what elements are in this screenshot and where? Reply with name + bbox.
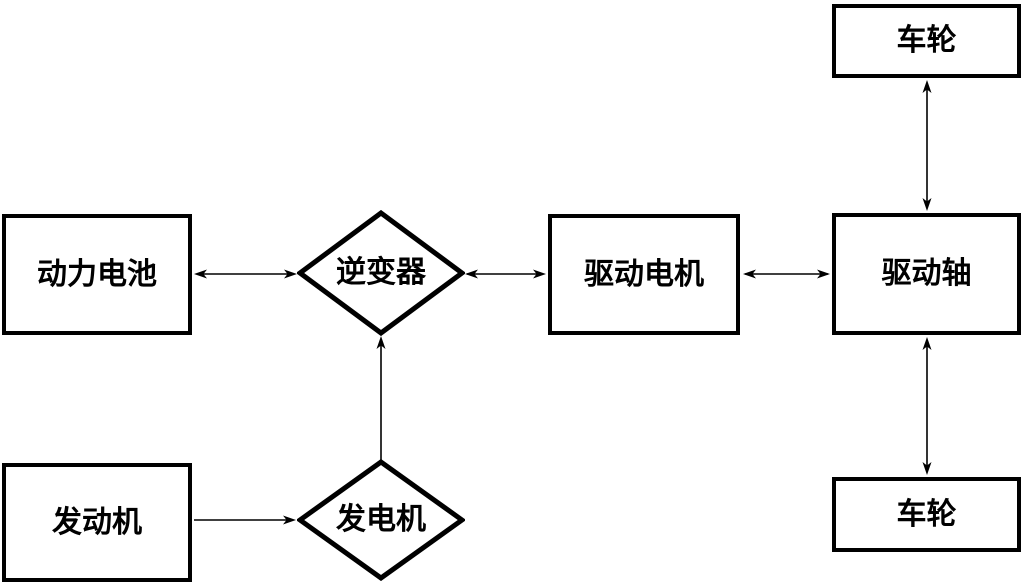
node-generator-label: 发电机 xyxy=(336,503,426,536)
diamond-shape xyxy=(297,210,465,336)
edge-shaft-wheel-top xyxy=(922,80,932,211)
arrowhead-down xyxy=(922,462,932,475)
node-drive-shaft-label: 驱动轴 xyxy=(881,257,972,290)
edge-shaft-wheel-bottom xyxy=(922,337,932,475)
node-wheel-bottom-label: 车轮 xyxy=(896,497,957,531)
node-power-battery: 动力电池 xyxy=(2,214,192,335)
edge-motor-shaft xyxy=(743,269,830,279)
node-inverter: 逆变器 xyxy=(297,210,465,336)
edge-engine-generator xyxy=(194,515,296,525)
node-generator: 发电机 xyxy=(297,459,465,581)
arrowhead-right xyxy=(817,269,830,279)
node-engine-label: 发动机 xyxy=(52,505,142,539)
edge-battery-inverter xyxy=(194,269,297,279)
arrowhead-right xyxy=(533,269,546,279)
arrowhead-right xyxy=(283,515,296,525)
arrowhead-left xyxy=(743,269,756,279)
arrowhead-up xyxy=(922,80,932,93)
arrowhead-left xyxy=(465,269,478,279)
arrowhead-up xyxy=(922,337,932,350)
node-inverter-label: 逆变器 xyxy=(336,256,426,289)
node-drive-motor-label: 驱动电机 xyxy=(584,257,704,291)
edge-inverter-motor xyxy=(465,269,546,279)
node-engine: 发动机 xyxy=(2,463,192,582)
node-wheel-bottom: 车轮 xyxy=(832,477,1021,552)
arrowhead-right xyxy=(284,269,297,279)
node-power-battery-label: 动力电池 xyxy=(37,257,157,291)
arrowhead-left xyxy=(194,269,207,279)
node-wheel-top-label: 车轮 xyxy=(896,24,957,57)
node-drive-motor: 驱动电机 xyxy=(548,214,740,335)
diamond-shape xyxy=(297,459,465,581)
arrowhead-up xyxy=(376,336,386,349)
node-drive-shaft: 驱动轴 xyxy=(832,213,1021,335)
node-wheel-top: 车轮 xyxy=(832,4,1021,78)
edge-generator-inverter xyxy=(376,336,386,460)
arrowhead-down xyxy=(922,198,932,211)
